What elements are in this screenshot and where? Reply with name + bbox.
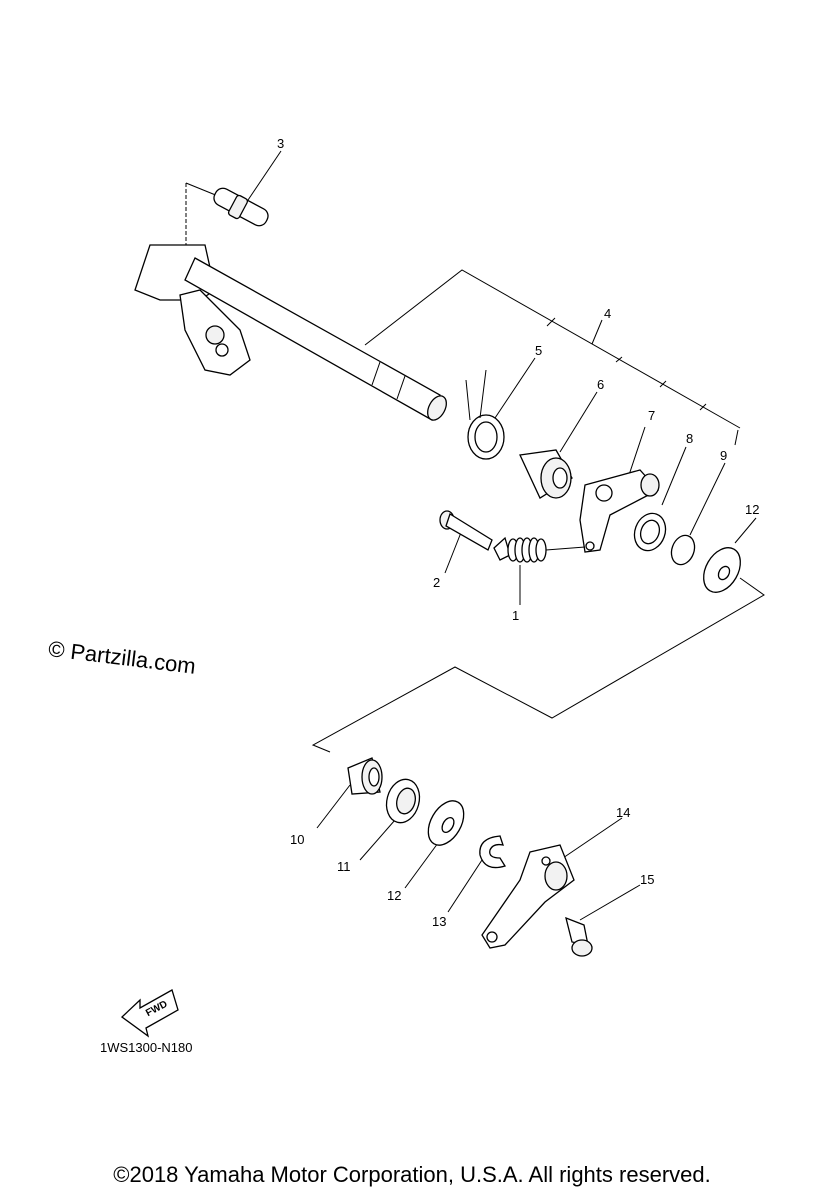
callout-5: 5 xyxy=(535,343,542,358)
callout-9: 9 xyxy=(720,448,727,463)
callout-4: 4 xyxy=(604,306,611,321)
callout-2: 2 xyxy=(433,575,440,590)
callout-8: 8 xyxy=(686,431,693,446)
part-15-bolt xyxy=(565,916,593,957)
callout-10: 10 xyxy=(290,832,304,847)
callout-1: 1 xyxy=(512,608,519,623)
part-12-washer-upper xyxy=(703,547,741,593)
part-7-shift-arm xyxy=(579,469,660,553)
shift-shaft-assembly xyxy=(134,244,447,421)
callout-15: 15 xyxy=(640,872,654,887)
part-9-circlip xyxy=(670,534,696,566)
part-11-oil-seal xyxy=(385,778,421,824)
part-3-stud xyxy=(213,187,269,227)
copyright-notice: ©2018 Yamaha Motor Corporation, U.S.A. A… xyxy=(113,1162,711,1187)
part-5-torsion-spring xyxy=(465,369,505,460)
callout-7: 7 xyxy=(648,408,655,423)
callout-12-upper: 12 xyxy=(745,502,759,517)
part-6-collar xyxy=(519,449,573,499)
fwd-arrow-icon: FWD xyxy=(120,989,179,1038)
callout-13: 13 xyxy=(432,914,446,929)
callout-labels: 3 4 5 6 7 8 9 12 2 1 10 11 12 13 14 15 xyxy=(277,136,759,929)
callout-6: 6 xyxy=(597,377,604,392)
callout-12-lower: 12 xyxy=(387,888,401,903)
callout-3: 3 xyxy=(277,136,284,151)
part-1-coil-spring xyxy=(493,536,586,563)
part-12-washer-lower xyxy=(427,800,465,846)
part-8-washer xyxy=(633,512,667,552)
part-10-bearing xyxy=(347,757,383,795)
part-2-bolt xyxy=(439,510,493,551)
part-13-e-clip xyxy=(479,835,507,869)
leader-lines xyxy=(185,150,765,921)
part-14-shift-lever xyxy=(481,844,575,949)
callout-11: 11 xyxy=(337,859,351,874)
callout-14: 14 xyxy=(616,805,630,820)
diagram-code: 1WS1300-N180 xyxy=(100,1040,193,1055)
